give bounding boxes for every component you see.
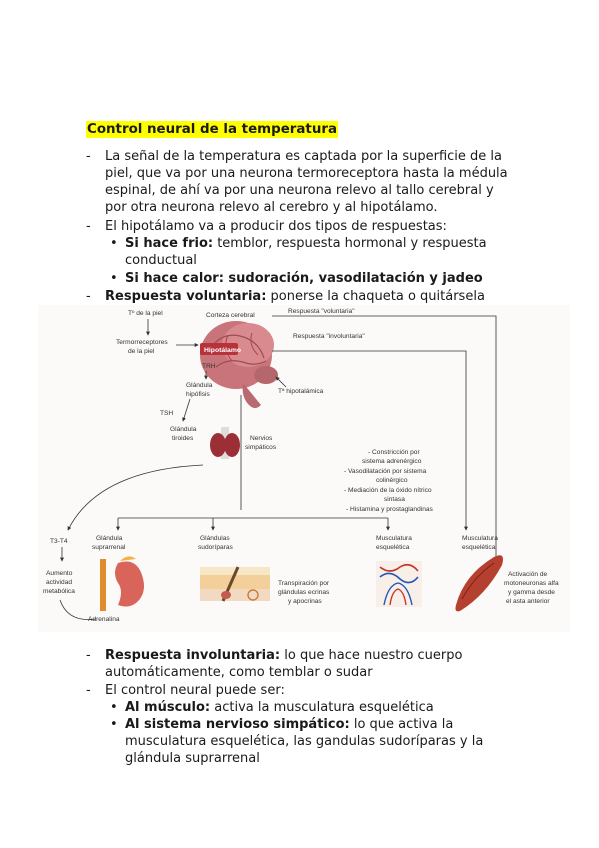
thyroid-illustration <box>210 427 240 459</box>
simp-line: Al sistema nervioso simpático: lo que ac… <box>125 716 453 733</box>
voluntaria-label: Respuesta voluntaria: <box>105 289 267 304</box>
kidney-illustration <box>100 556 144 611</box>
calor-line: Si hace calor: sudoración, vasodilatació… <box>125 271 483 286</box>
dash-marker: - <box>86 683 91 698</box>
involuntaria-line: Respuesta involuntaria: lo que hace nues… <box>105 647 462 664</box>
section-heading: Control neural de la temperatura <box>86 121 338 138</box>
bullet-dot: • <box>110 271 118 286</box>
simp-line-3: glándula suprarrenal <box>125 751 260 766</box>
bullet-dot: • <box>110 700 118 715</box>
list-item-5: - Mediación de la óxido nítrico <box>344 487 432 494</box>
musc1-label-2: esquelética <box>376 544 410 551</box>
voluntaria-text: ponerse la chaqueta o quitársela <box>266 289 485 304</box>
musc1-label-1: Musculatura <box>376 535 412 542</box>
musc2-label-2: esquelética <box>462 544 496 551</box>
activ-label-3: y gamma desde <box>508 589 555 596</box>
musculo-label: Al músculo: <box>125 700 211 715</box>
piel-label: Tº de la piel <box>128 310 163 317</box>
simp-text: lo que activa la <box>349 717 454 732</box>
suprarrenal-label-2: suprarrenal <box>92 544 126 551</box>
dash-marker: - <box>86 219 91 234</box>
musculo-text: activa la musculatura esquelética <box>210 700 434 715</box>
trh-label: TRH <box>202 363 216 370</box>
bullet-dot: • <box>110 717 118 732</box>
termo-label-2: de la piel <box>128 348 155 355</box>
para2-text: El hipotálamo va a producir dos tipos de… <box>105 219 447 234</box>
transp-label-1: Transpiración por <box>278 580 330 587</box>
list-item-1: - Constricción por <box>368 449 420 456</box>
list-item-3: - Vasodilatación por sistema <box>344 468 427 475</box>
frio-line: Si hace frio: temblor, respuesta hormona… <box>125 235 487 252</box>
frio-line-2: conductual <box>125 253 197 268</box>
list-item-7: - Histamina y prostaglandinas <box>346 506 434 513</box>
tiroides-label-2: tiroides <box>172 435 194 442</box>
control-text: El control neural puede ser: <box>105 683 285 698</box>
para1-line-4: por otra neurona relevo al cerebro y al … <box>105 200 438 215</box>
hipofisis-label-2: hipófisis <box>186 391 211 398</box>
resp-invol-label: Respuesta "involuntaria" <box>293 333 365 340</box>
transp-label-3: y apocrinas <box>288 598 322 605</box>
corteza-label: Corteza cerebral <box>206 312 255 319</box>
brain-illustration <box>200 321 278 408</box>
list-item-4: colinérgico <box>376 477 408 484</box>
skin-illustration <box>200 566 270 602</box>
dash-marker: - <box>86 289 91 304</box>
activ-label-2: motoneuronas alfa <box>504 580 559 587</box>
bullet-dot: • <box>110 236 118 251</box>
muscle-illustration <box>455 555 503 612</box>
thermoregulation-diagram: Hipotálamo Tº de la piel Corteza cerebra… <box>38 305 570 632</box>
transp-label-2: glándulas ecrinas <box>278 589 330 596</box>
resp-vol-label: Respuesta "voluntaria" <box>288 308 355 315</box>
musc2-label-1: Musculatura <box>462 535 498 542</box>
dash-marker: - <box>86 149 91 164</box>
simp-label: Al sistema nervioso simpático: <box>125 717 350 732</box>
hipofisis-label-1: Glándula <box>186 382 213 389</box>
tsh-label: TSH <box>160 410 173 417</box>
sudoriparas-label-2: sudoríparas <box>198 544 234 551</box>
simp-line-2: musculatura esquelética, las gandulas su… <box>125 734 484 749</box>
activ-label-4: el asta anterior <box>506 598 550 605</box>
frio-label: Si hace frio: <box>125 236 214 251</box>
involuntaria-line-2: automáticamente, como temblar o sudar <box>105 665 373 680</box>
para1-line-1: La señal de la temperatura es captada po… <box>105 149 502 164</box>
nervios-label-2: simpáticos <box>245 444 277 451</box>
voluntaria-line: Respuesta voluntaria: ponerse la chaquet… <box>105 288 485 305</box>
activ-label-1: Activación de <box>508 571 548 578</box>
t3t4-label: T3-T4 <box>50 538 68 545</box>
nervios-label-1: Nervios <box>250 435 273 442</box>
para1-line-2: piel, que va por una neurona termorecept… <box>105 166 508 181</box>
sudoriparas-label-1: Glándulas <box>200 535 230 542</box>
termo-label-1: Termorreceptores <box>116 339 168 346</box>
involuntaria-label: Respuesta involuntaria: <box>105 648 281 663</box>
musculo-line: Al músculo: activa la musculatura esquel… <box>125 699 434 716</box>
list-item-2: sistema adrenérgico <box>362 458 422 465</box>
para1-line-3: espinal, de ahí va por una neurona relev… <box>105 183 494 198</box>
list-item-6: sintasa <box>384 496 405 503</box>
adrenalina-label: Adrenalina <box>88 616 120 623</box>
tiroides-label-1: Glándula <box>170 426 197 433</box>
dash-marker: - <box>86 648 91 663</box>
aumento-label-1: Aumento <box>46 570 73 577</box>
aumento-label-2: actividad <box>46 579 72 586</box>
hipotalamo-label: Hipotálamo <box>204 347 241 354</box>
blood-vessels-illustration <box>376 561 422 607</box>
suprarrenal-label-1: Glándula <box>96 535 123 542</box>
frio-text: temblor, respuesta hormonal y respuesta <box>213 236 487 251</box>
involuntaria-text: lo que hace nuestro cuerpo <box>280 648 463 663</box>
aumento-label-3: metabólica <box>43 588 75 595</box>
t-hipo-label: Tª hipotalámica <box>278 388 324 395</box>
